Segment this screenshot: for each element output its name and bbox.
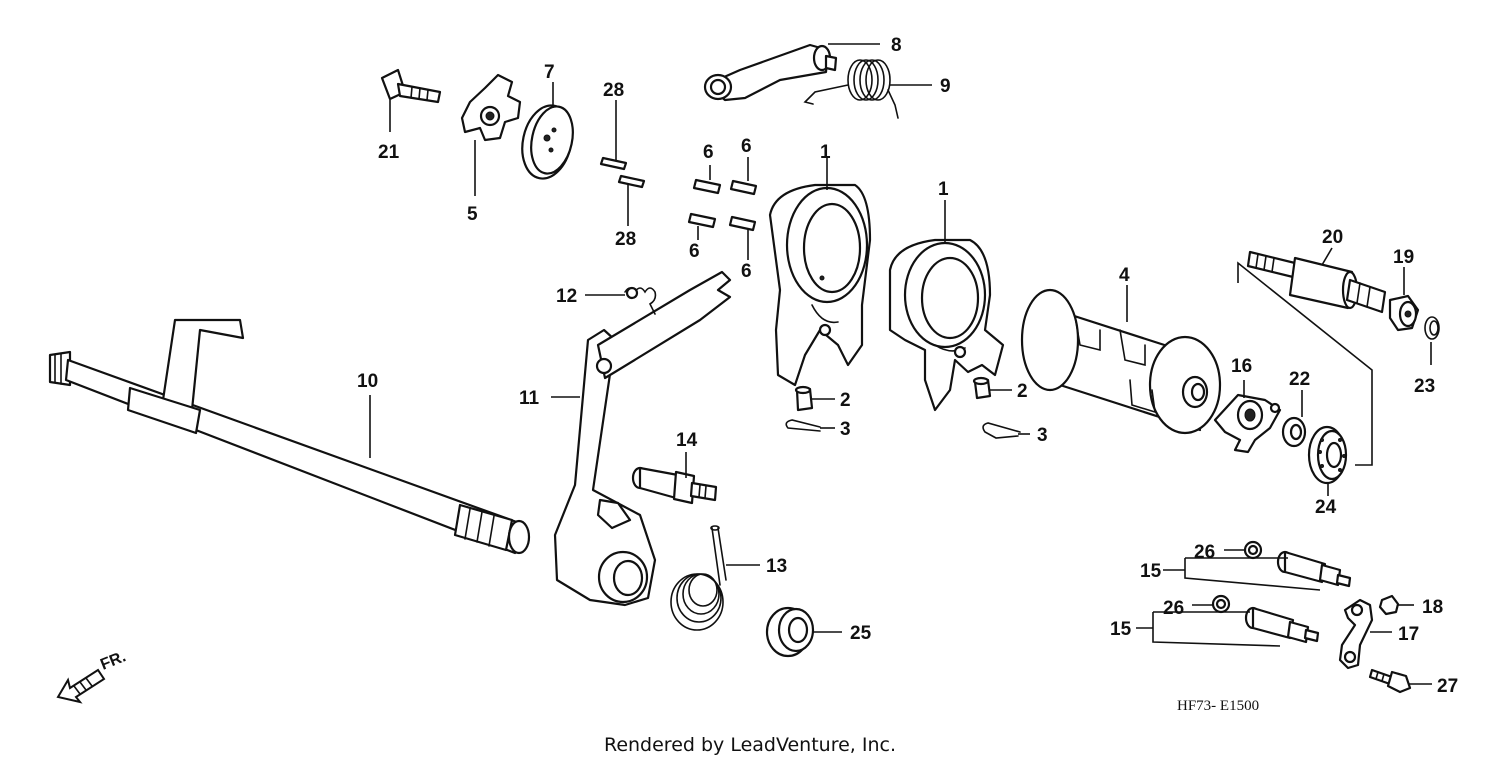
callout-23: 23 bbox=[1414, 376, 1435, 397]
part-13-return-spring[interactable] bbox=[670, 525, 727, 631]
part-5-stopper-plate[interactable] bbox=[460, 73, 522, 142]
callout-20: 20 bbox=[1322, 227, 1343, 248]
callout-26-upper: 26 bbox=[1194, 542, 1215, 563]
part-6-pin-a[interactable] bbox=[692, 178, 722, 195]
callout-1-right: 1 bbox=[938, 179, 949, 200]
part-3-cotter-pin-a[interactable] bbox=[785, 419, 821, 432]
part-15-pin-lower[interactable] bbox=[1244, 606, 1320, 644]
part-18-nut[interactable] bbox=[1378, 594, 1400, 616]
callout-2-left: 2 bbox=[840, 390, 851, 411]
diagram-code: HF73- E1500 bbox=[1177, 698, 1259, 714]
callout-25: 25 bbox=[850, 623, 872, 644]
callout-6-b: 6 bbox=[741, 136, 752, 157]
callout-13: 13 bbox=[766, 556, 787, 577]
part-27-bolt[interactable] bbox=[1368, 668, 1412, 694]
part-2-guide-pin-a[interactable] bbox=[794, 385, 814, 412]
part-28-pin-upper[interactable] bbox=[599, 156, 628, 171]
part-14-stopper-bolt[interactable] bbox=[631, 466, 718, 505]
callout-15-lower: 15 bbox=[1110, 619, 1132, 640]
part-19-drum-cam[interactable] bbox=[1388, 294, 1420, 332]
callout-28-bottom: 28 bbox=[615, 229, 636, 250]
part-6-pin-b[interactable] bbox=[729, 179, 758, 196]
part-24-bearing[interactable] bbox=[1307, 425, 1348, 485]
callout-19: 19 bbox=[1393, 247, 1414, 268]
callout-26-lower: 26 bbox=[1163, 598, 1184, 619]
part-22-washer[interactable] bbox=[1281, 416, 1307, 448]
callout-18: 18 bbox=[1422, 597, 1443, 618]
callout-2-right: 2 bbox=[1017, 381, 1028, 402]
callout-3-left: 3 bbox=[840, 419, 851, 440]
callout-15-upper: 15 bbox=[1140, 561, 1162, 582]
callout-6-c: 6 bbox=[689, 241, 700, 262]
front-direction-arrow: FR. bbox=[56, 648, 128, 704]
callout-24: 24 bbox=[1315, 497, 1337, 518]
callout-1-left: 1 bbox=[820, 142, 831, 163]
callout-12: 12 bbox=[556, 286, 577, 307]
part-26-o-ring-upper[interactable] bbox=[1243, 540, 1263, 560]
part-16-drum-stopper[interactable] bbox=[1213, 393, 1282, 454]
part-2-guide-pin-b[interactable] bbox=[972, 376, 992, 400]
part-28-pin-lower[interactable] bbox=[617, 174, 646, 189]
callout-3-right: 3 bbox=[1037, 425, 1048, 446]
part-15-pin-upper[interactable] bbox=[1276, 550, 1352, 588]
part-4-shift-drum[interactable] bbox=[1020, 288, 1222, 435]
callout-4: 4 bbox=[1119, 265, 1130, 286]
callout-7: 7 bbox=[544, 62, 555, 83]
callout-6-d: 6 bbox=[741, 261, 752, 282]
render-credit: Rendered by LeadVenture, Inc. bbox=[603, 734, 897, 756]
callout-14: 14 bbox=[676, 430, 698, 451]
part-23-circlip[interactable] bbox=[1424, 316, 1440, 340]
callout-6-a: 6 bbox=[703, 142, 714, 163]
part-26-o-ring-lower[interactable] bbox=[1211, 594, 1231, 614]
part-17-plate[interactable] bbox=[1338, 598, 1374, 670]
part-6-pin-d[interactable] bbox=[728, 215, 757, 232]
callout-5: 5 bbox=[467, 204, 478, 225]
callout-28-top: 28 bbox=[603, 80, 624, 101]
callout-16: 16 bbox=[1231, 356, 1252, 377]
part-1-shift-fork-b[interactable] bbox=[888, 238, 1005, 412]
callout-17: 17 bbox=[1398, 624, 1419, 645]
front-marker-label: FR. bbox=[98, 648, 128, 673]
part-20-drum-shaft[interactable] bbox=[1246, 250, 1387, 314]
part-12-spring[interactable] bbox=[624, 286, 657, 315]
callout-27: 27 bbox=[1437, 676, 1458, 697]
callout-10: 10 bbox=[357, 371, 378, 392]
callout-9: 9 bbox=[940, 76, 951, 97]
part-11-gearshift-arm[interactable] bbox=[553, 270, 732, 607]
part-7-plate[interactable] bbox=[516, 101, 579, 183]
part-25-oil-seal[interactable] bbox=[765, 606, 815, 658]
part-1-shift-fork-a[interactable] bbox=[768, 183, 872, 387]
callout-21: 21 bbox=[378, 142, 400, 163]
part-3-cotter-pin-b[interactable] bbox=[982, 422, 1021, 439]
part-9-stopper-spring[interactable] bbox=[803, 59, 899, 119]
part-21-bolt[interactable] bbox=[380, 68, 442, 104]
part-6-pin-c[interactable] bbox=[687, 212, 717, 229]
callout-11: 11 bbox=[519, 388, 540, 409]
callout-8: 8 bbox=[891, 35, 902, 56]
callout-22: 22 bbox=[1289, 369, 1310, 390]
part-8-stopper-arm[interactable] bbox=[703, 43, 838, 102]
part-10-gearshift-spindle[interactable] bbox=[48, 318, 531, 555]
